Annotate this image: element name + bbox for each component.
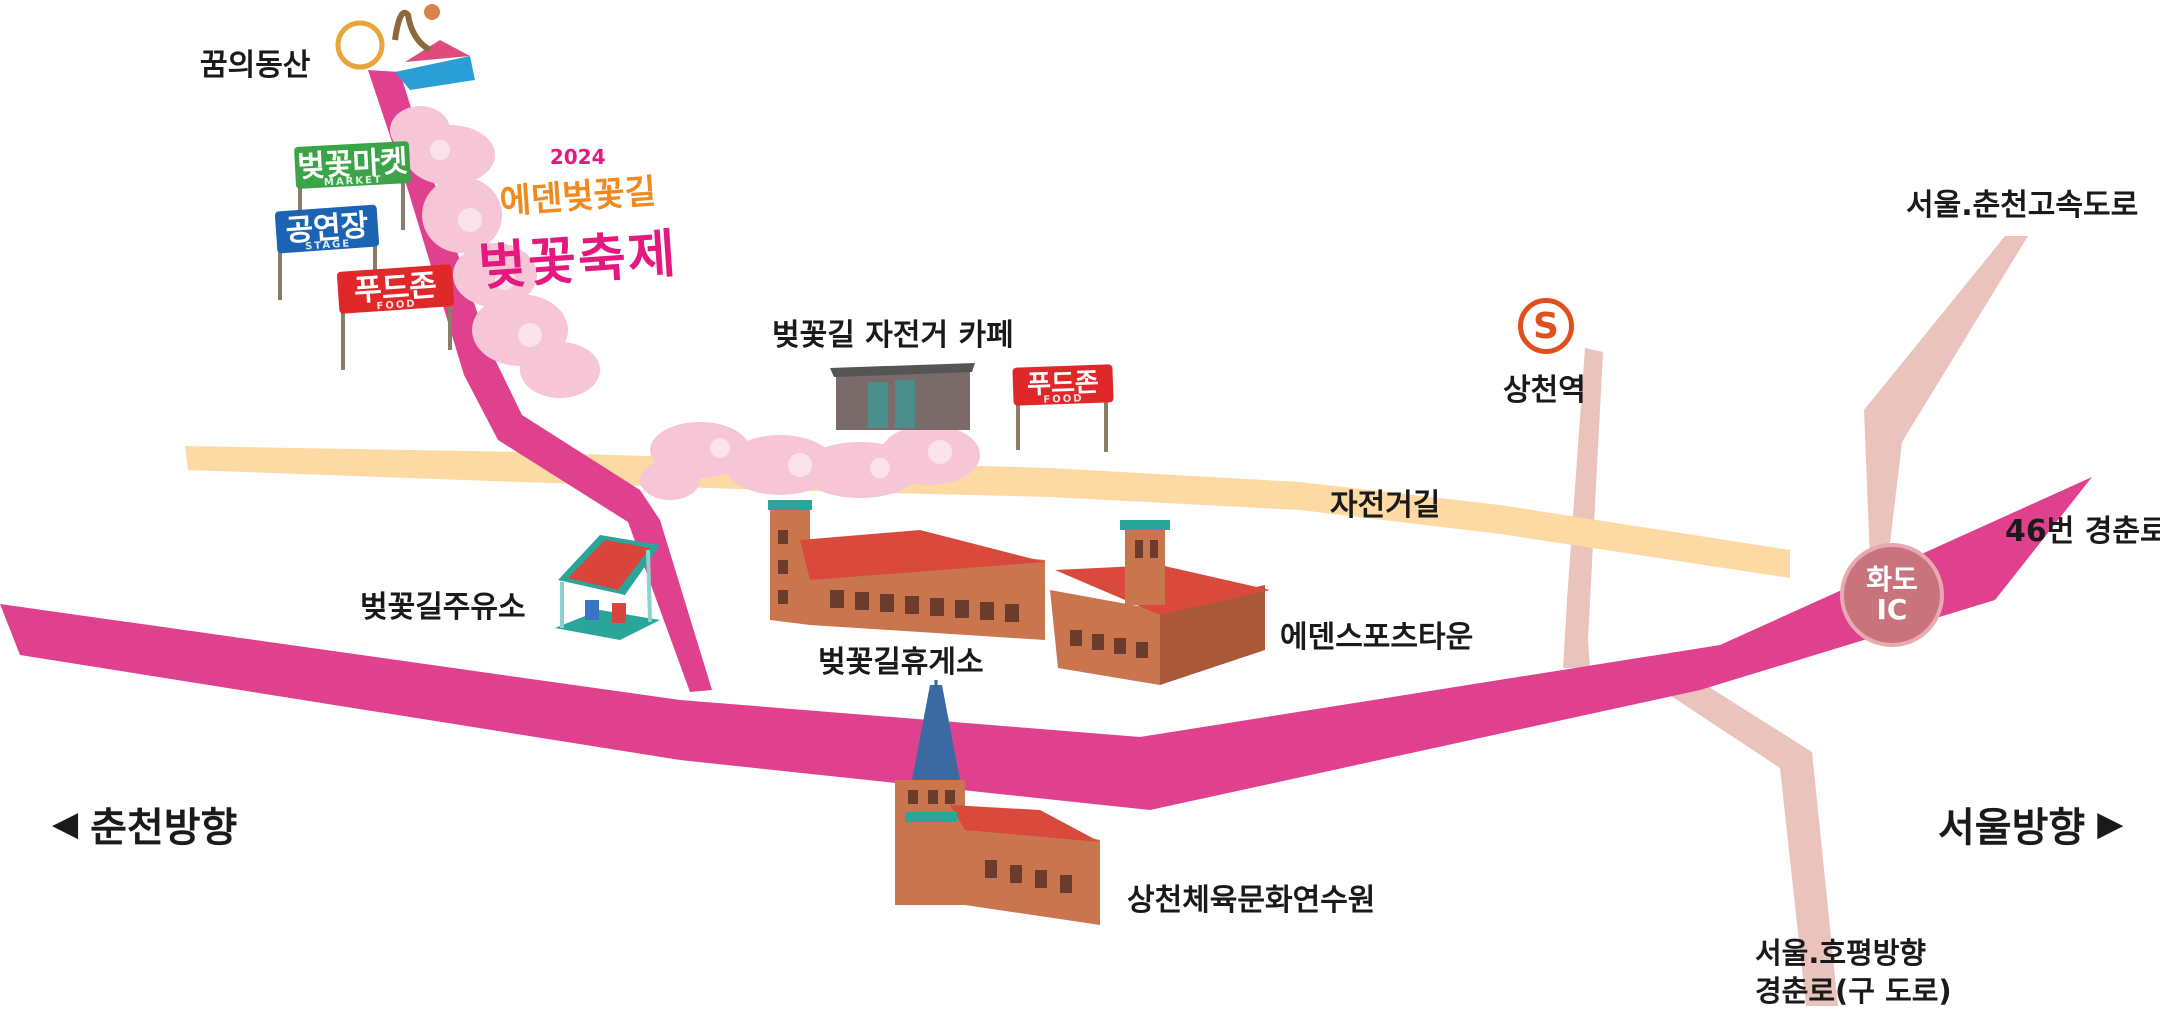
- label-bike-cafe: 벚꽃길 자전거 카페: [772, 318, 1014, 353]
- direction-chuncheon: ◀ 춘천방향: [52, 795, 237, 853]
- food-zone-banner-2: 푸드존 FOOD: [1012, 364, 1114, 406]
- label-training-center: 상천체육문화연수원: [1127, 883, 1376, 918]
- label-sangcheon-station: 상천역: [1503, 373, 1586, 408]
- label-rest-area: 벚꽃길휴게소: [818, 645, 984, 680]
- stage-banner: 공연장 STAGE: [274, 204, 380, 254]
- label-old-road-line2: 경춘로(구 도로): [1755, 974, 1952, 1008]
- direction-seoul-label: 서울방향: [1938, 805, 2086, 851]
- main-road-46: [0, 477, 2092, 810]
- expressway-road: [1864, 236, 2028, 560]
- direction-chuncheon-label: 춘천방향: [90, 805, 238, 851]
- training-center-building: [895, 680, 1100, 925]
- label-eden-sports-town: 에덴스포츠타운: [1280, 620, 1474, 655]
- label-old-road-line1: 서울.호평방향: [1755, 936, 1927, 970]
- blossom-highlights: [430, 140, 952, 478]
- arrow-right-icon: ▶: [2097, 804, 2124, 844]
- hwado-ic-label: 화도 IC: [1866, 563, 1918, 626]
- gas-station-icon: [555, 535, 660, 640]
- arrow-left-icon: ◀: [52, 804, 79, 844]
- eden-sports-town-building: [1050, 520, 1270, 685]
- rest-area-building: [768, 500, 1045, 640]
- label-bike-road: 자전거길: [1330, 488, 1441, 523]
- subway-station-icon: S: [1518, 298, 1574, 354]
- food-zone-banner: 푸드존 FOOD: [336, 264, 455, 314]
- old-road: [1665, 675, 1838, 1006]
- market-banner: 벚꽃마켓 MARKET: [293, 141, 412, 189]
- sangcheon-station-road: [1563, 348, 1603, 668]
- hwado-ic-marker: 화도 IC: [1840, 543, 1944, 647]
- label-route-46: 46번 경춘로: [2005, 514, 2160, 549]
- festival-title: 2024 에덴벚꽃길 벚꽃축제: [477, 145, 680, 298]
- festival-main-title: 벚꽃축제: [476, 224, 680, 298]
- bike-cafe-building: [830, 363, 975, 430]
- station-symbol: S: [1533, 305, 1559, 347]
- direction-seoul: 서울방향 ▶: [1938, 795, 2123, 853]
- minor-roads: [1563, 236, 2028, 1006]
- label-dream-hill: 꿈의동산: [200, 48, 311, 83]
- label-seoul-chuncheon-expressway: 서울.춘천고속도로: [1906, 188, 2139, 223]
- amusement-park-icon: [335, 4, 475, 90]
- label-gas-station: 벚꽃길주유소: [360, 590, 526, 625]
- festival-year: 2024: [549, 145, 606, 169]
